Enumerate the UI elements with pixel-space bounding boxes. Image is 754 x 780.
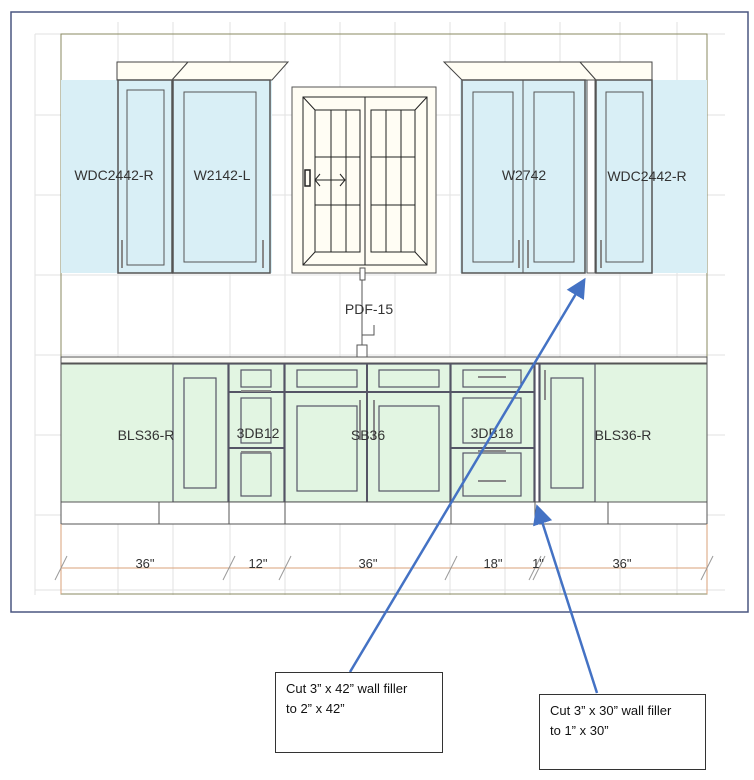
base-filler <box>534 363 540 503</box>
dimension-label: 1" <box>532 556 544 571</box>
cabinet-wdc2442-r-left[interactable] <box>117 79 173 274</box>
countertop <box>60 356 708 364</box>
window <box>291 86 437 274</box>
label-upper: WDC2442-R <box>607 168 686 184</box>
wall-outline <box>60 33 708 595</box>
base-cabinets <box>60 363 708 525</box>
upper-cabinets <box>61 61 707 274</box>
label-base: BLS36-R <box>595 427 652 443</box>
dimension-label: 18" <box>483 556 502 571</box>
label-upper: W2142-L <box>194 167 251 183</box>
callout-line: Cut 3” x 42” wall filler <box>286 681 408 696</box>
wall-filler <box>586 79 596 274</box>
cabinet-wdc2442-r-right[interactable] <box>595 79 653 274</box>
dimension-label: 36" <box>135 556 154 571</box>
callout-wall-filler: Cut 3” x 42” wall filler to 2” x 42” <box>275 672 443 753</box>
callout-line: to 1” x 30” <box>550 723 609 738</box>
callout-arrow-base-filler <box>533 504 599 694</box>
label-upper: WDC2442-R <box>74 167 153 183</box>
toe-kick <box>60 501 708 525</box>
dimension-line <box>54 524 714 594</box>
dimension-label: 12" <box>248 556 267 571</box>
faucet <box>356 267 375 358</box>
callout-base-filler: Cut 3” x 30” wall filler to 1” x 30” <box>539 694 706 770</box>
callout-line: to 2” x 42” <box>286 701 345 716</box>
callout-arrow-wall-filler <box>348 277 586 673</box>
callout-line: Cut 3” x 30” wall filler <box>550 703 672 718</box>
label-base: 3DB12 <box>237 425 280 441</box>
dimension-label: 36" <box>612 556 631 571</box>
label-base: BLS36-R <box>118 427 175 443</box>
cabinet-w2142-l[interactable] <box>172 79 271 274</box>
dimension-label: 36" <box>358 556 377 571</box>
label-upper: W2742 <box>502 167 547 183</box>
faucet-label: PDF-15 <box>345 301 393 317</box>
label-base: SB36 <box>351 427 385 443</box>
